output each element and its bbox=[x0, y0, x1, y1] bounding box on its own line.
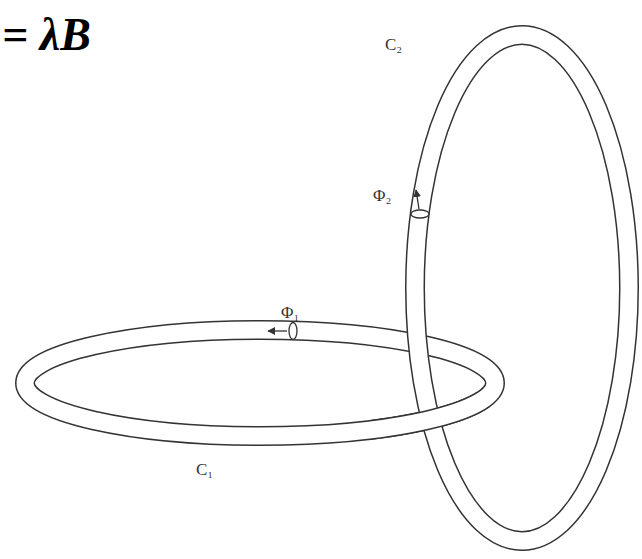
curve-label: C₁ bbox=[196, 461, 213, 478]
curve-label: C₂ bbox=[385, 36, 402, 53]
tube-c1-front bbox=[370, 392, 490, 436]
flux-cross-sections bbox=[268, 190, 429, 340]
tube-c2 bbox=[415, 35, 629, 541]
flux-label: Φ₁ bbox=[281, 304, 299, 321]
equation-text: = λB bbox=[2, 12, 91, 58]
flux-label: Φ₂ bbox=[373, 187, 391, 204]
